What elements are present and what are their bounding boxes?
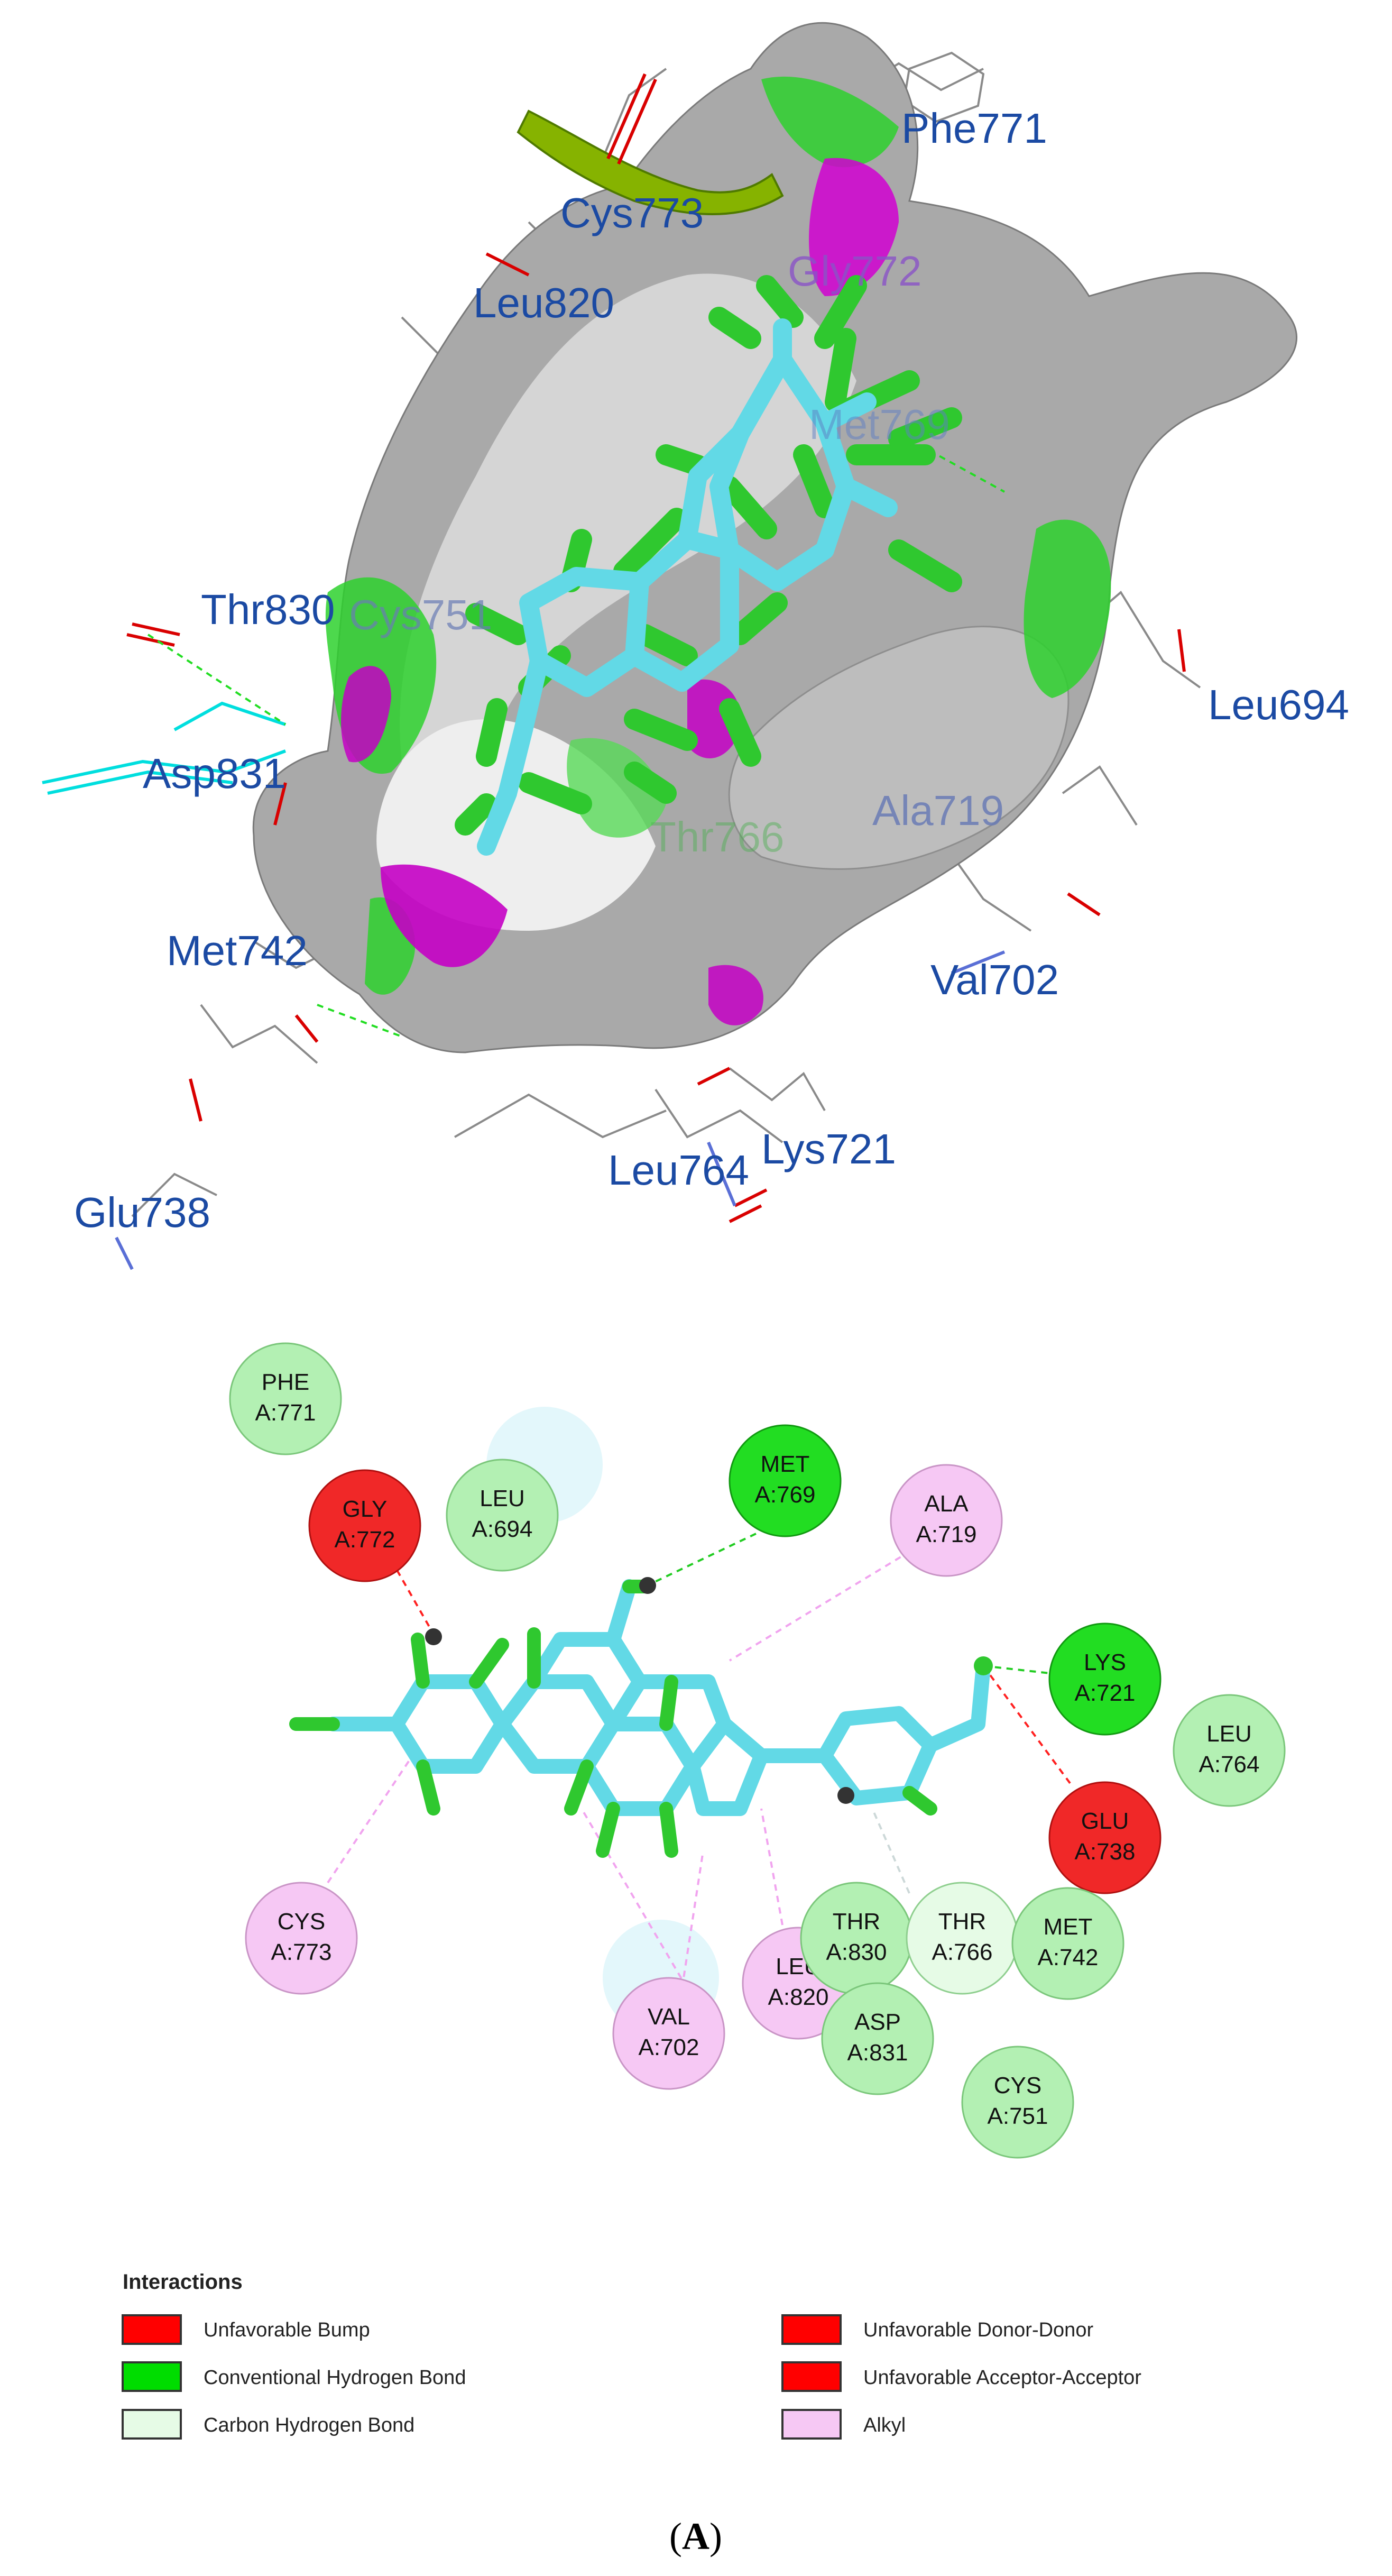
svg-text:A:773: A:773 [271, 1939, 332, 1965]
label-lys721: Lys721 [761, 1125, 896, 1172]
legend-item-unfavorable-donor-donor: Unfavorable Donor-Donor [781, 2314, 1093, 2345]
svg-text:VAL: VAL [648, 2004, 690, 2030]
label-val702: Val702 [930, 956, 1059, 1003]
svg-text:Unfavorable Acceptor-Acceptor: Unfavorable Acceptor-Acceptor [863, 2367, 1141, 2389]
svg-text:ALA: ALA [924, 1491, 969, 1517]
label-met769: Met769 [809, 401, 950, 448]
helix-ribbon [517, 109, 784, 215]
legend-item-conventional-hbond: Conventional Hydrogen Bond [122, 2361, 466, 2392]
label-leu820: Leu820 [473, 279, 614, 326]
svg-text:Unfavorable Donor-Donor: Unfavorable Donor-Donor [863, 2319, 1093, 2341]
svg-text:LEU: LEU [480, 1486, 525, 1511]
residue-ala719: ALA A:719 [890, 1464, 1003, 1577]
svg-text:A:820: A:820 [768, 1984, 829, 2010]
svg-text:Conventional Hydrogen Bond: Conventional Hydrogen Bond [204, 2367, 466, 2389]
residue-sticks [42, 73, 1186, 1270]
panel-label: (A) [669, 2515, 722, 2557]
residue-asp831: ASP A:831 [821, 1982, 934, 2095]
svg-text:A:719: A:719 [916, 1521, 977, 1547]
legend-item-alkyl: Alkyl [781, 2409, 906, 2440]
surface-highlight [400, 273, 856, 787]
residue-disks: PHE A:771 GLY A:772 LEU A:694 MET A:769 … [229, 1342, 1286, 2159]
svg-text:A:738: A:738 [1075, 1839, 1136, 1865]
svg-text:ASP: ASP [854, 2009, 901, 2035]
residue-lys721: LYS A:721 [1048, 1622, 1161, 1736]
label-leu764: Leu764 [608, 1147, 749, 1194]
svg-text:THR: THR [833, 1909, 880, 1935]
legend-item-carbon-hbond: Carbon Hydrogen Bond [122, 2409, 414, 2440]
surface-magenta-patch [341, 666, 391, 763]
svg-text:A:766: A:766 [932, 1939, 993, 1965]
residue-cys773: CYS A:773 [245, 1882, 358, 1995]
residue-thr766: THR A:766 [906, 1882, 1019, 1995]
residue-labels-3d: Phe771 Cys773 Gly772 Leu820 Thr830 Cys75… [74, 105, 1349, 1236]
legend-item-unfavorable-acceptor-acceptor: Unfavorable Acceptor-Acceptor [781, 2361, 1141, 2392]
protein-3d-view: Phe771 Cys773 Gly772 Leu820 Thr830 Cys75… [42, 22, 1349, 1270]
label-cys751: Cys751 [349, 591, 492, 638]
surface-magenta-patch [708, 965, 763, 1025]
svg-text:A:764: A:764 [1199, 1752, 1260, 1777]
svg-text:A:772: A:772 [335, 1527, 395, 1553]
surface-magenta-patch [381, 864, 508, 967]
residue-met769: MET A:769 [729, 1424, 842, 1537]
label-thr830: Thr830 [201, 586, 335, 633]
label-glu738: Glu738 [74, 1189, 210, 1236]
residue-gly772: GLY A:772 [308, 1469, 421, 1582]
svg-text:A:742: A:742 [1038, 1945, 1099, 1970]
svg-text:THR: THR [938, 1909, 986, 1935]
pocket-right-lobe [728, 626, 1070, 870]
svg-text:A:702: A:702 [639, 2034, 699, 2060]
svg-text:GLY: GLY [343, 1496, 388, 1522]
residue-thr830: THR A:830 [800, 1882, 913, 1995]
interactions-legend: Interactions Unfavorable Bump Convention… [122, 2270, 1141, 2440]
surface-green-patch [567, 738, 666, 838]
hbond-lines-3d [147, 433, 1005, 1038]
svg-text:Unfavorable Bump: Unfavorable Bump [204, 2319, 370, 2341]
label-met742: Met742 [167, 927, 308, 974]
svg-text:A:830: A:830 [826, 1939, 887, 1965]
residue-cys751: CYS A:751 [961, 2046, 1074, 2159]
residue-phe771: PHE A:771 [229, 1342, 342, 1455]
interaction-lines-2d [327, 1533, 1079, 1990]
ligand-2d [289, 1577, 993, 1858]
surface-green-patch [1024, 519, 1111, 698]
svg-text:PHE: PHE [262, 1369, 309, 1395]
residue-glu738: GLU A:738 [1048, 1781, 1161, 1894]
label-asp831: Asp831 [143, 750, 286, 797]
svg-text:CYS: CYS [278, 1909, 325, 1935]
label-thr766: Thr766 [650, 813, 784, 860]
ligand-3d [455, 275, 962, 856]
surface-magenta-patch [809, 158, 899, 296]
svg-text:Alkyl: Alkyl [863, 2414, 906, 2436]
label-ala719: Ala719 [872, 787, 1004, 834]
residue-leu764: LEU A:764 [1173, 1694, 1286, 1807]
svg-text:MET: MET [761, 1451, 810, 1477]
label-phe771: Phe771 [901, 105, 1047, 152]
label-cys773: Cys773 [560, 189, 704, 236]
residue-val702: VAL A:702 [612, 1977, 725, 2090]
svg-text:A:769: A:769 [755, 1482, 816, 1508]
svg-text:A:721: A:721 [1075, 1680, 1136, 1706]
svg-text:A:831: A:831 [847, 2040, 908, 2066]
svg-text:LEU: LEU [1206, 1721, 1252, 1747]
svg-text:Carbon Hydrogen Bond: Carbon Hydrogen Bond [204, 2414, 414, 2436]
surface-green-patch [761, 76, 899, 168]
residue-met742: MET A:742 [1011, 1887, 1124, 2000]
svg-text:GLU: GLU [1081, 1808, 1129, 1834]
svg-text:LYS: LYS [1084, 1649, 1126, 1675]
label-leu694: Leu694 [1208, 681, 1349, 728]
legend-title: Interactions [123, 2270, 243, 2294]
svg-text:A:694: A:694 [472, 1516, 533, 1542]
residue-leu694: LEU A:694 [446, 1459, 559, 1572]
label-gly772: Gly772 [788, 247, 921, 295]
interaction-2d-view: PHE A:771 GLY A:772 LEU A:694 MET A:769 … [229, 1342, 1286, 2159]
svg-text:A:751: A:751 [988, 2103, 1048, 2129]
svg-text:A:771: A:771 [255, 1400, 316, 1426]
legend-item-unfavorable-bump: Unfavorable Bump [122, 2314, 370, 2345]
svg-text:CYS: CYS [994, 2073, 1041, 2098]
svg-text:MET: MET [1044, 1914, 1093, 1940]
